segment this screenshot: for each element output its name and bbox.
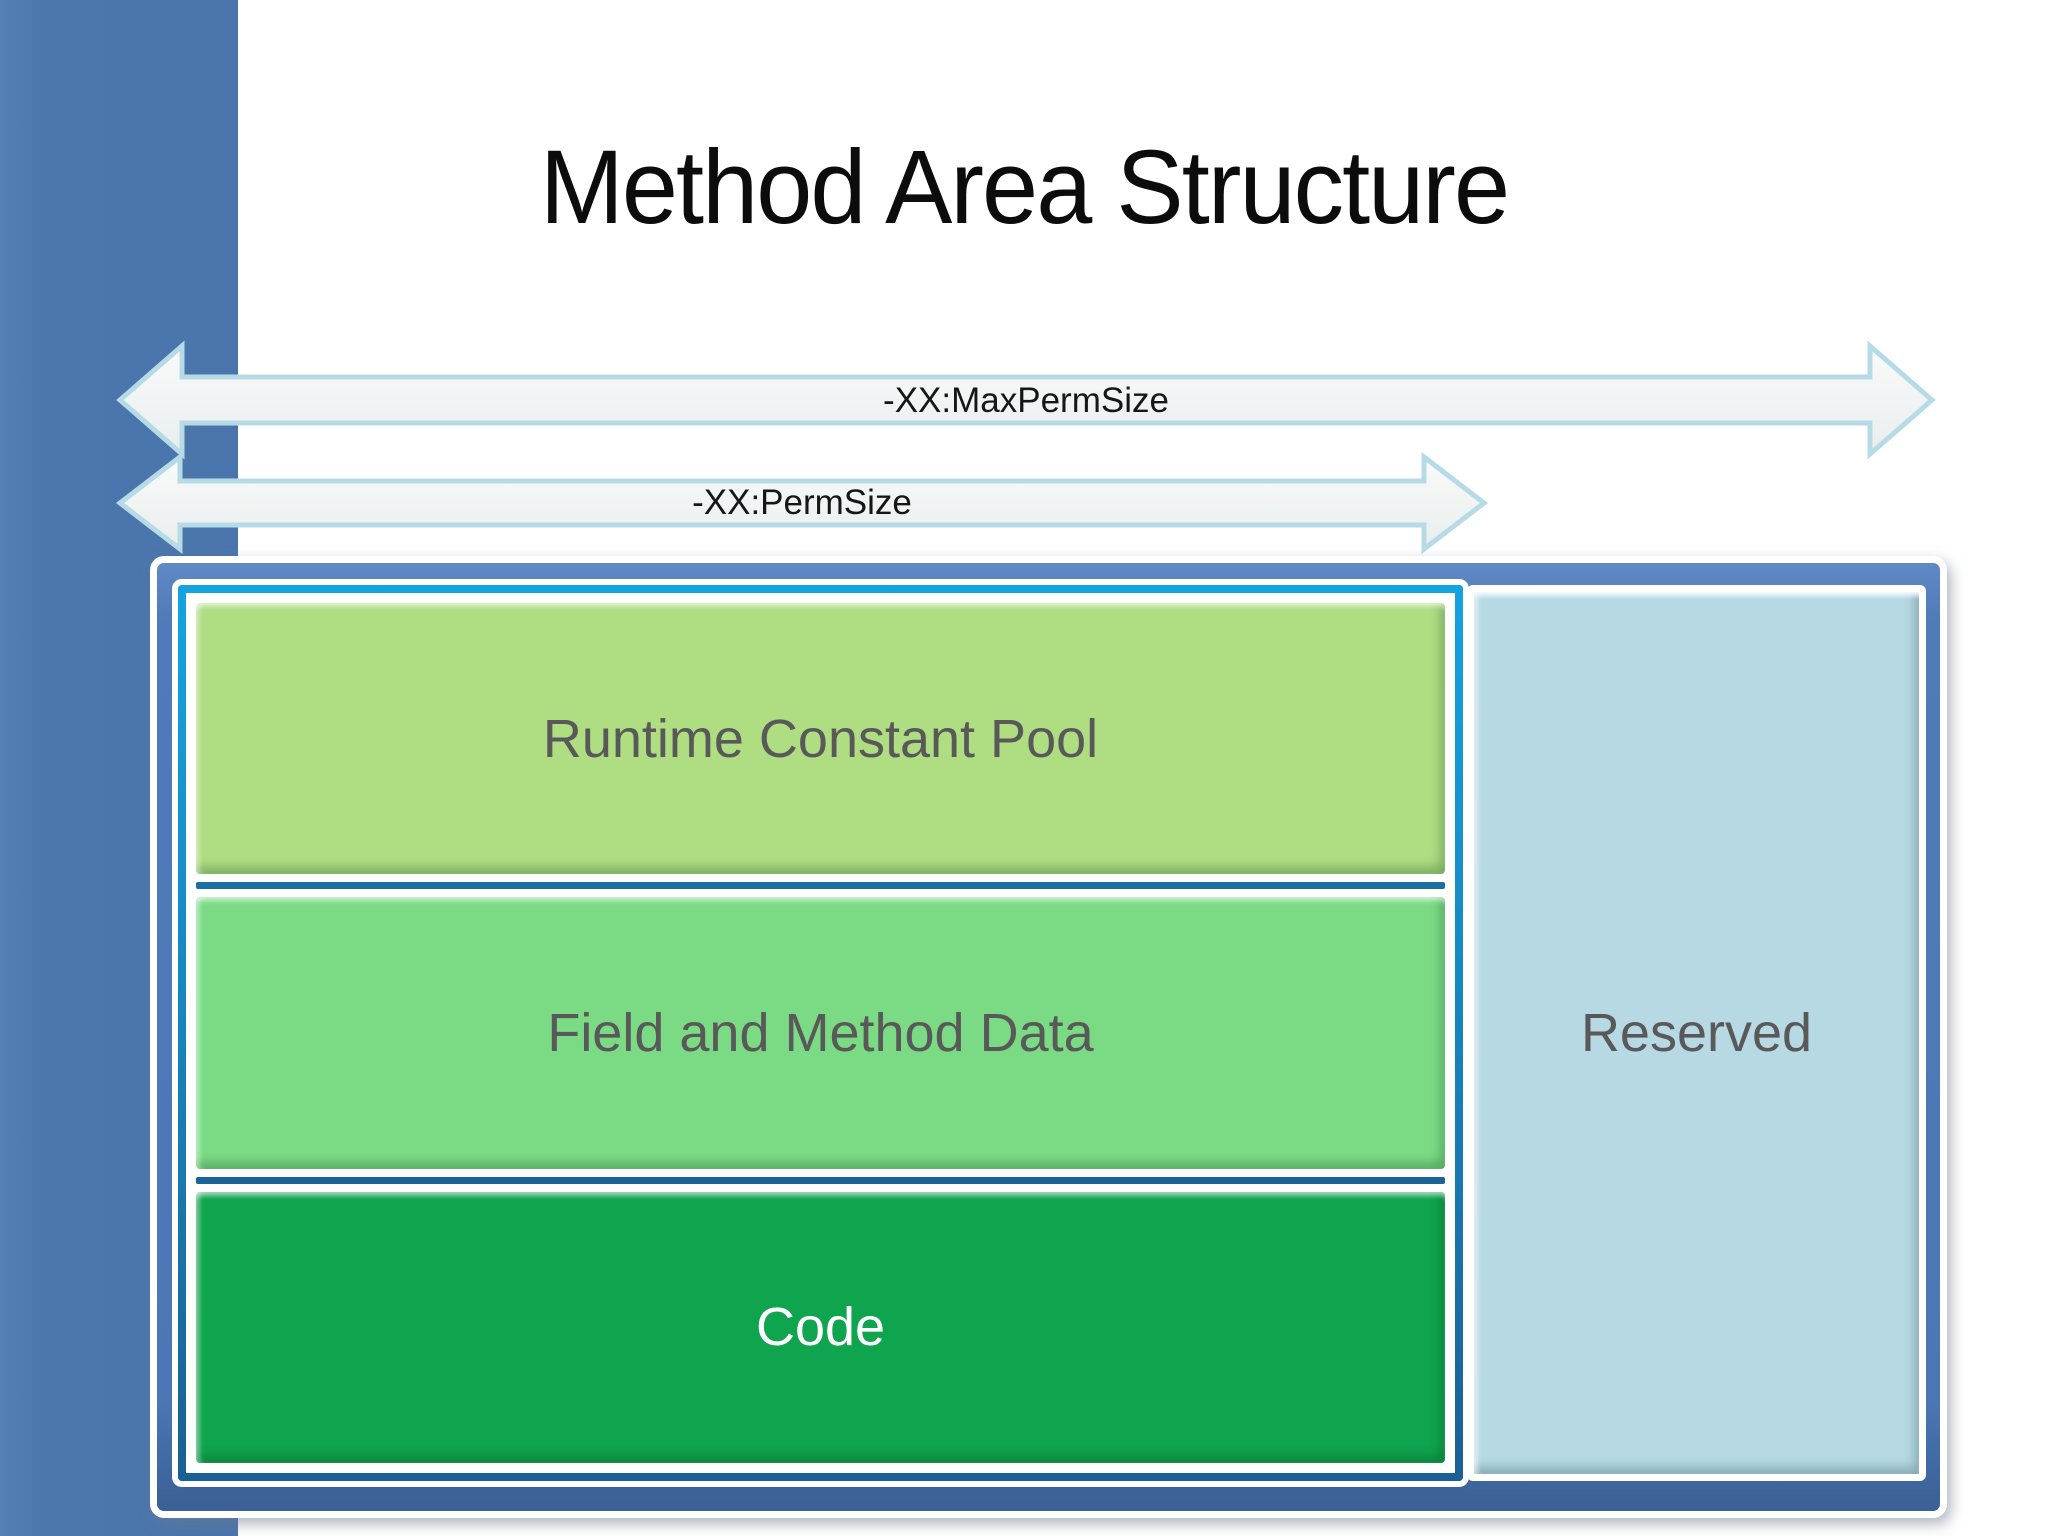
maxpermsize-arrow-label: -XX:MaxPermSize	[883, 381, 1169, 420]
reserved-label: Reserved	[1580, 1003, 1813, 1063]
row-separator	[196, 882, 1445, 890]
maxpermsize-double-headed-arrow	[116, 340, 1936, 460]
row-field-and-method-data-label: Field and Method Data	[547, 1002, 1094, 1063]
method-area-container: Runtime Constant Pool Field and Method D…	[178, 585, 1463, 1481]
permsize-double-headed-arrow	[115, 451, 1489, 555]
reserved-box: Reserved	[1467, 585, 1926, 1481]
row-field-and-method-data: Field and Method Data	[196, 897, 1445, 1169]
permsize-arrow-label: -XX:PermSize	[692, 483, 912, 522]
slide-title: Method Area Structure	[539, 129, 1510, 246]
method-area-outer-box: Runtime Constant Pool Field and Method D…	[150, 556, 1947, 1518]
row-runtime-constant-pool: Runtime Constant Pool	[196, 603, 1445, 875]
row-separator	[196, 1176, 1445, 1184]
row-code-label: Code	[755, 1297, 886, 1358]
row-runtime-constant-pool-label: Runtime Constant Pool	[542, 708, 1099, 769]
row-code: Code	[196, 1191, 1445, 1463]
